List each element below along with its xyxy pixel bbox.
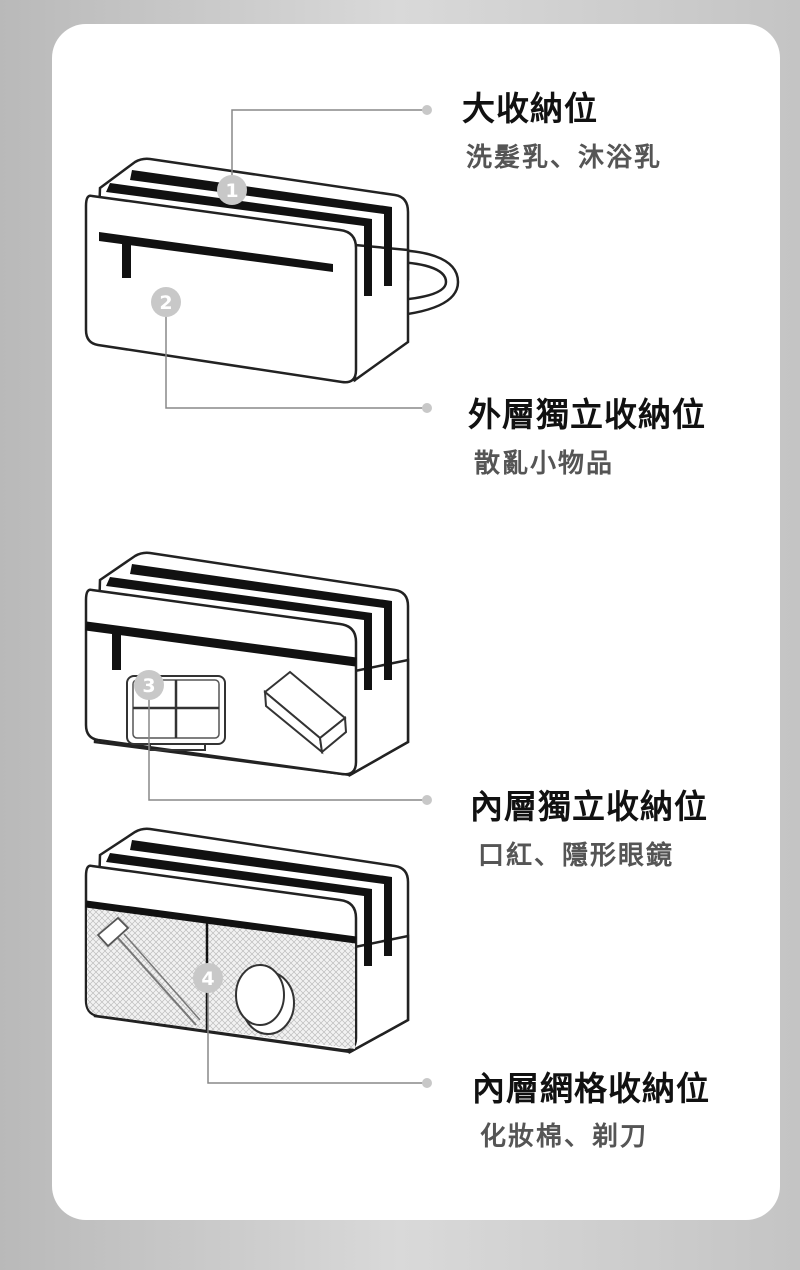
svg-text:2: 2 bbox=[159, 292, 172, 314]
bag-illustration-1 bbox=[84, 157, 460, 384]
feature-title-2: 外層獨立收納位 bbox=[468, 395, 706, 434]
feature-title-3: 內層獨立收納位 bbox=[470, 787, 708, 826]
feature-desc-2: 散亂小物品 bbox=[474, 449, 615, 479]
leader-endpoints bbox=[422, 105, 432, 1088]
feature-title-1: 大收納位 bbox=[462, 89, 598, 128]
number-marker-4: 4 bbox=[193, 963, 223, 993]
number-marker-2: 2 bbox=[151, 287, 181, 317]
number-marker-1: 1 bbox=[217, 175, 247, 205]
svg-text:1: 1 bbox=[225, 180, 238, 202]
leader-lines bbox=[148, 109, 425, 1084]
number-marker-3: 3 bbox=[134, 670, 164, 700]
bag-illustration-3 bbox=[84, 827, 410, 1055]
feature-title-4: 內層網格收納位 bbox=[472, 1069, 710, 1108]
feature-desc-4: 化妝棉、剃刀 bbox=[480, 1122, 649, 1152]
lipstick-box-icon bbox=[263, 670, 348, 755]
svg-text:4: 4 bbox=[201, 968, 214, 990]
feature-desc-3: 口紅、隱形眼鏡 bbox=[478, 841, 675, 871]
svg-text:3: 3 bbox=[142, 675, 155, 697]
razor-icon bbox=[96, 916, 201, 1026]
cotton-pad-icon bbox=[235, 964, 295, 1035]
bag-illustration-2 bbox=[84, 551, 410, 778]
feature-desc-1: 洗髮乳、沐浴乳 bbox=[466, 143, 663, 173]
